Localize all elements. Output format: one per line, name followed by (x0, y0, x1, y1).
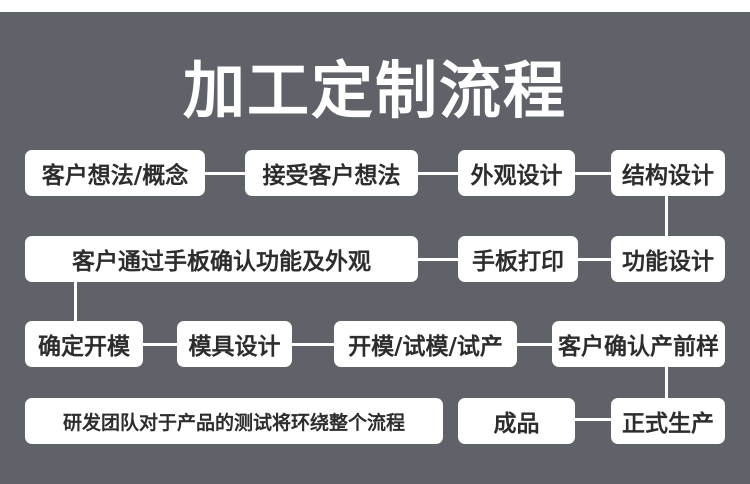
connector-s7-s8 (74, 281, 77, 321)
step-mass-production: 正式生产 (611, 398, 725, 444)
connector-s2-s3 (418, 172, 458, 175)
connector-s10-s11 (517, 343, 552, 346)
connector-s8-s9 (143, 343, 177, 346)
step-accept-idea: 接受客户想法 (245, 150, 418, 196)
connector-s9-s10 (292, 343, 334, 346)
note-rd-testing: 研发团队对于产品的测试将环绕整个流程 (25, 398, 443, 444)
step-finished-product: 成品 (458, 398, 575, 444)
step-confirm-mold: 确定开模 (25, 321, 143, 367)
connector-s4-s5 (665, 196, 668, 236)
connector-s5-s6 (578, 258, 611, 261)
step-function-design: 功能设计 (611, 236, 725, 282)
connector-s11-s12 (665, 364, 668, 398)
step-prototype-print: 手板打印 (458, 236, 578, 282)
connector-s12-s13 (575, 418, 611, 421)
step-mold-trial-production: 开模/试模/试产 (334, 321, 517, 367)
connector-s1-s2 (205, 172, 245, 175)
step-customer-confirm-prototype: 客户通过手板确认功能及外观 (25, 236, 418, 282)
step-pre-production-sample: 客户确认产前样 (552, 321, 725, 367)
step-structure-design: 结构设计 (611, 150, 725, 196)
connector-s6-s7 (418, 258, 458, 261)
diagram-title: 加工定制流程 (182, 54, 567, 127)
connector-s3-s4 (575, 172, 611, 175)
step-mold-design: 模具设计 (177, 321, 292, 367)
step-appearance-design: 外观设计 (458, 150, 575, 196)
step-customer-idea: 客户想法/概念 (25, 150, 205, 196)
